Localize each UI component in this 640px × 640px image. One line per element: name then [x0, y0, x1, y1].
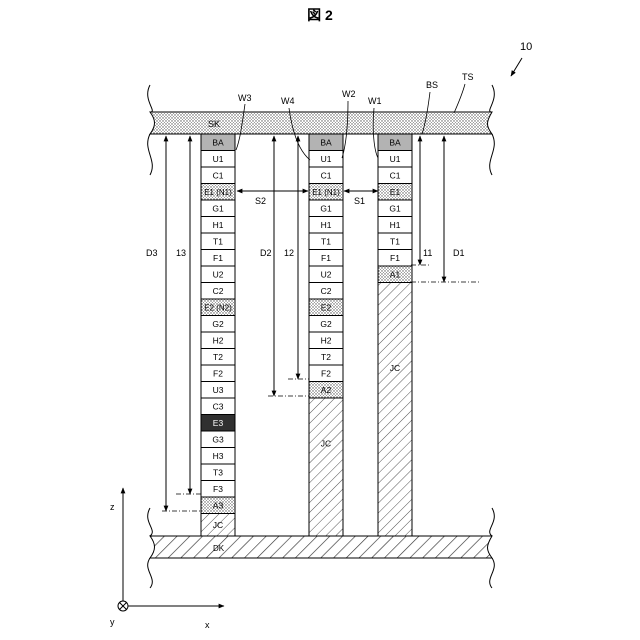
col2-label-f2: F2	[321, 368, 331, 378]
col3-label-g3: G3	[212, 434, 224, 444]
y-axis-label: y	[110, 617, 115, 627]
col1-label-t1: T1	[390, 236, 400, 246]
w1-label: W1	[368, 96, 382, 106]
sk-right-break	[490, 85, 495, 175]
col2-label-h1: H1	[321, 220, 332, 230]
col3-label-u2: U2	[213, 269, 224, 279]
col3-label-t2: T2	[213, 352, 223, 362]
pillar-columns: BA U1C1 E1 (N1) G1H1T1F1U2C2 E2 (N2) G2H2T2F2…	[201, 134, 412, 536]
col3-label-e3: E3	[213, 418, 224, 428]
col2-label-c2: C2	[321, 286, 332, 296]
col2-label-e1n1: E1 (N1)	[312, 188, 340, 197]
col3-label-jc: JC	[213, 520, 223, 530]
col1-label-u1: U1	[390, 154, 401, 164]
col3-label-c1: C1	[213, 170, 224, 180]
col1-label-c1: C1	[390, 170, 401, 180]
col2-cell-jc	[309, 398, 343, 536]
col3-label-c3: C3	[213, 401, 224, 411]
col2-label-f1: F1	[321, 253, 331, 263]
col3-label-c2: C2	[213, 286, 224, 296]
col2-label-jc: JC	[321, 438, 331, 448]
col3-label-u1: U1	[213, 154, 224, 164]
sk-layer	[150, 112, 492, 134]
col3-label-f2: F2	[213, 368, 223, 378]
ts-leader	[454, 84, 465, 113]
col2-label-t2: T2	[321, 352, 331, 362]
col3-label-t1: T1	[213, 236, 223, 246]
col1-label-ba: BA	[389, 137, 401, 147]
col3-label-h3: H3	[213, 451, 224, 461]
col1-label-h1: H1	[390, 220, 401, 230]
col1-label-jc: JC	[390, 363, 400, 373]
col2-label-e2: E2	[321, 302, 332, 312]
l1-label: 11	[423, 248, 432, 258]
col3-label-f1: F1	[213, 253, 223, 263]
figure-title: 図 2	[307, 7, 333, 23]
device-label: 10	[520, 41, 532, 53]
d1-label: D1	[453, 248, 465, 258]
col2-label-ba: BA	[320, 137, 332, 147]
col2-label-a2: A2	[321, 385, 332, 395]
col1-label-a1: A1	[390, 269, 401, 279]
col3-label-g2: G2	[212, 319, 224, 329]
w4-label: W4	[281, 96, 295, 106]
col3-label-e1n1: E1 (N1)	[204, 188, 232, 197]
s2-label: S2	[255, 196, 266, 206]
col3-label-g1: G1	[212, 203, 224, 213]
d3-label: D3	[146, 248, 158, 258]
col1-label-e1: E1	[390, 187, 401, 197]
col2-label-g1: G1	[320, 203, 332, 213]
col3-label-a3: A3	[213, 500, 224, 510]
col2-label-t1: T1	[321, 236, 331, 246]
col2-label-u1: U1	[321, 154, 332, 164]
s1-label: S1	[354, 196, 365, 206]
y-axis-out-of-page-icon	[118, 601, 128, 611]
d2-label: D2	[260, 248, 272, 258]
w2-label: W2	[342, 89, 356, 99]
col1-cell-jc	[378, 283, 412, 537]
col3-label-e2n2: E2 (N2)	[204, 303, 232, 312]
dk-layer	[150, 536, 492, 558]
col1-label-g1: G1	[389, 203, 401, 213]
dk-left-break	[148, 508, 153, 588]
col3-label-f3: F3	[213, 484, 223, 494]
col1-label-f1: F1	[390, 253, 400, 263]
col3-label-t3: T3	[213, 467, 223, 477]
col3-label-h1: H1	[213, 220, 224, 230]
l2-label: 12	[284, 248, 294, 258]
dk-right-break	[490, 508, 495, 588]
sk-label: SK	[208, 119, 220, 129]
col3-label-u3: U3	[213, 385, 224, 395]
z-axis-label: z	[110, 502, 115, 512]
sk-left-break	[148, 85, 153, 175]
col3-label-h2: H2	[213, 335, 224, 345]
col2-label-c1: C1	[321, 170, 332, 180]
device-label-arrow	[511, 58, 522, 76]
ts-label: TS	[462, 72, 474, 82]
dk-label: DK	[213, 544, 225, 553]
bs-label: BS	[426, 80, 438, 90]
col3-label-ba: BA	[212, 137, 224, 147]
w3-label: W3	[238, 93, 252, 103]
col2-label-g2: G2	[320, 319, 332, 329]
col2-label-h2: H2	[321, 335, 332, 345]
x-axis-label: x	[205, 620, 210, 630]
col2-label-u2: U2	[321, 269, 332, 279]
l3-label: 13	[176, 248, 186, 258]
